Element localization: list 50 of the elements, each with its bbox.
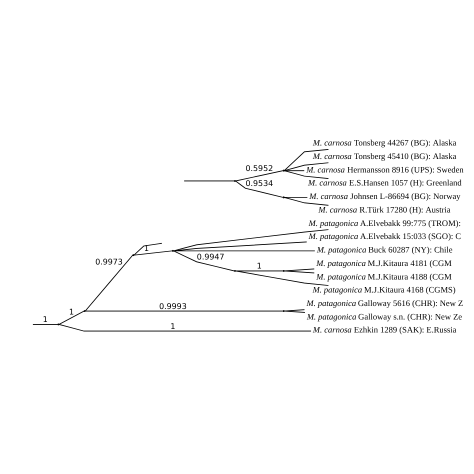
node-text: M. carnosa Ezhkin 1289 (SAK): E.Russia	[312, 324, 456, 334]
connector	[58, 324, 312, 332]
node-point	[172, 249, 174, 252]
connector	[84, 254, 134, 311]
connector	[173, 241, 308, 251]
node-text: M. carnosa R.Türk 17280 (H): Austria	[318, 204, 451, 214]
connector	[235, 180, 284, 198]
connector	[235, 170, 284, 181]
connector	[235, 270, 284, 271]
node-text: M. carnosa Tonsberg 44267 (BG): Alaska	[312, 137, 456, 148]
node-text: M. patagonica Buck 60287 (NY): Chile	[316, 244, 453, 254]
connector	[235, 270, 329, 286]
connector	[284, 196, 308, 198]
connector	[173, 250, 235, 271]
connector	[284, 170, 329, 178]
node-point	[57, 322, 60, 325]
node-point	[282, 169, 285, 172]
connector	[284, 196, 329, 206]
node-point	[282, 310, 285, 312]
node-text: M. patagonica M.J.Kitaura 4168 (CGMS)	[312, 284, 456, 294]
connector	[173, 228, 329, 251]
connector	[58, 310, 84, 324]
connector	[184, 180, 235, 181]
node-text: M. patagonica Galloway s.n. (CHR): New Ze	[306, 310, 462, 321]
node-text: M. carnosa E.S.Hansen 1057 (H): Greenland	[308, 177, 462, 188]
node-point	[132, 254, 134, 256]
connector	[284, 170, 305, 171]
node-text: M. carnosa Johnsen L-86694 (BG): Norway	[309, 190, 461, 201]
node-text: M. patagonica M.J.Kitaura 4188 (CGM	[316, 270, 452, 281]
connector	[284, 148, 329, 171]
node-text: M. patagonica A.Elvebakk 15:033 (SGO): C	[308, 230, 462, 241]
connector	[284, 268, 315, 271]
connector	[84, 310, 284, 311]
node-text: M. patagonica Galloway 5616 (CHR): New Z	[306, 297, 464, 308]
node-point	[282, 269, 285, 272]
node-text: M. patagonica M.J.Kitaura 4181 (CGM	[316, 257, 452, 268]
node-text: M. patagonica A.Elvebakk 99:775 (TROM):	[308, 217, 461, 228]
connector	[173, 250, 316, 251]
node-point	[84, 310, 86, 312]
connector	[284, 310, 306, 312]
connector	[284, 270, 315, 273]
connector	[284, 308, 305, 311]
node-text: M. carnosa Tonsberg 45410 (BG): Alaska	[312, 150, 456, 160]
node-text: M. carnosa Hermansson 8916 (UPS): Sweden	[306, 164, 464, 174]
connector	[134, 250, 173, 256]
node-point	[234, 180, 236, 182]
node-point	[282, 196, 285, 198]
connector	[284, 162, 329, 171]
node-point	[234, 269, 236, 272]
connector	[134, 242, 162, 255]
